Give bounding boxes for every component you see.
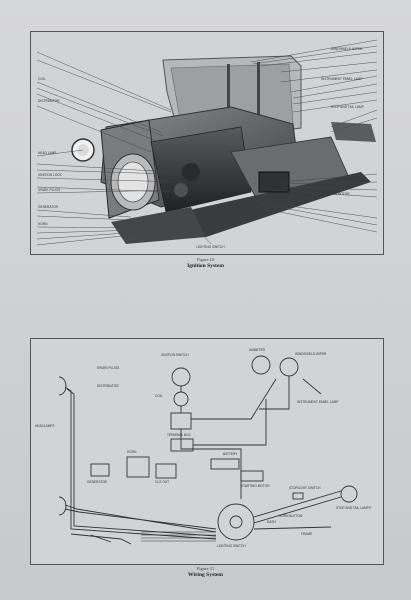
wiring-label-terminal-box: TERMINAL BOX [167,433,191,437]
wiring-label-coil: COIL [155,394,163,398]
wiring-label-battery: BATTERY [223,452,238,456]
label-battery: BATTERY [336,177,351,181]
label-starting-motor: STARTING MOTOR [321,192,350,196]
ignition-system-figure: COIL DISTRIBUTOR HEAD LAMP IGNITION LOCK… [30,31,384,255]
figure-10-caption: Figure 10 [196,257,215,262]
wiring-label-ignition-switch: IGNITION SWITCH [161,353,189,357]
wiring-label-horn: HORN [127,450,137,454]
figure-11-title: Wiring System [188,572,223,578]
wiring-diagram: IGNITION SWITCH AMMETER WINDSHIELD WIPER… [35,348,371,548]
wiring-label-windshield-wiper: WINDSHIELD WIPER [295,352,327,356]
wiring-system-figure: IGNITION SWITCH AMMETER WINDSHIELD WIPER… [30,338,384,565]
wiring-label-stoplight-switch: STOPLIGHT SWITCH [289,486,321,490]
ignition-photo: COIL DISTRIBUTOR HEAD LAMP IGNITION LOCK… [36,39,378,249]
wiring-label-dash: DASH [267,520,277,524]
label-lighting-switch: LIGHTING SWITCH [196,245,225,249]
wiring-label-horn-button: HORN BUTTON [279,514,303,518]
label-coil: COIL [38,77,46,81]
label-horn: HORN [38,222,48,226]
wiring-label-spark-plugs: SPARK PLUGS [97,366,119,370]
wiring-label-starting-motor: STARTING MOTOR [241,484,270,488]
wiring-label-head-lamps: HEADLAMPS [35,424,55,428]
figure-11-caption: Figure 11 [196,566,215,571]
wiring-label-instrument-panel: INSTRUMENT PANEL LAMP [297,400,338,404]
label-head-lamp: HEAD LAMP [38,151,56,155]
label-spark-plugs: SPARK PLUGS [38,188,60,192]
label-distributor: DISTRIBUTOR [38,99,60,103]
wiring-label-frame: FRAME [301,532,312,536]
figure-10-title: Ignition System [187,263,224,269]
label-instrument-panel-lamp: INSTRUMENT PANEL LAMP [321,77,362,81]
wiring-label-ammeter: AMMETER [249,348,266,352]
label-ignition-lock: IGNITION LOCK [38,173,63,177]
label-generator: GENERATOR [38,205,59,209]
label-stop-tail-lamp: STOP AND TAIL LAMP [331,105,364,109]
wiring-label-cutout: CUT OUT [155,480,169,484]
wiring-label-lighting-switch: LIGHTING SWITCH [217,544,246,548]
wiring-label-generator: GENERATOR [87,480,108,484]
wiring-label-stop-tail: STOP AND TAIL LAMPS [336,506,371,510]
wiring-label-distributor: DISTRIBUTOR [97,384,119,388]
label-windshield-wiper: WINDSHIELD WIPER [331,47,363,51]
